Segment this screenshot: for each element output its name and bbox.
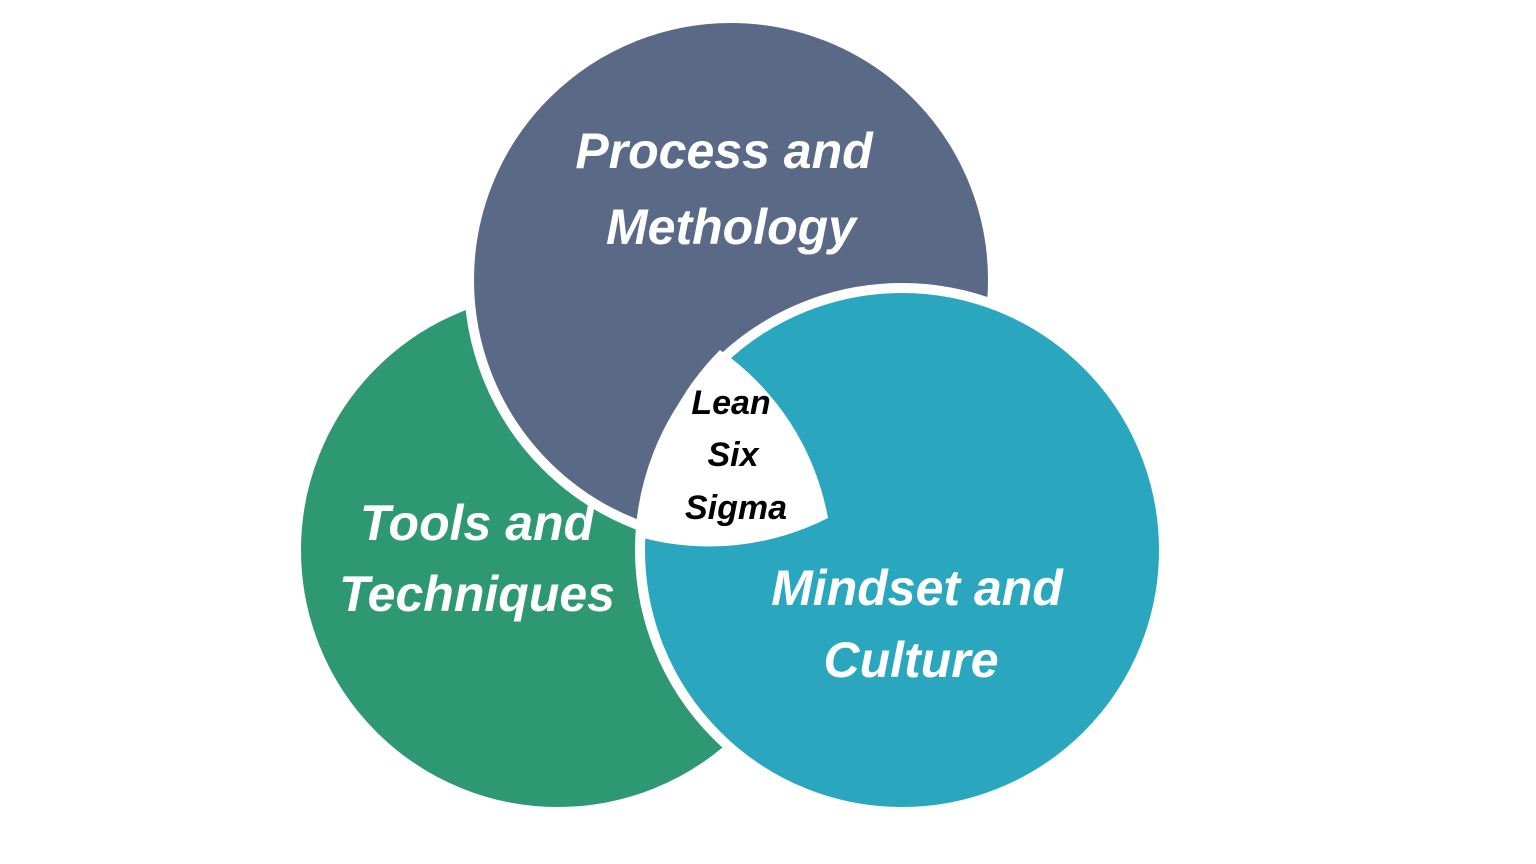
- label-sigma: Sigma: [685, 489, 787, 527]
- label-process-line2: Methology: [606, 199, 858, 255]
- label-process-line1: Process and: [575, 123, 874, 179]
- center-intersection: [642, 350, 828, 547]
- label-lean: Lean: [691, 384, 770, 422]
- label-tools-line2: Techniques: [339, 566, 615, 622]
- label-six: Six: [707, 436, 760, 474]
- label-mindset-line2: Culture: [824, 632, 999, 688]
- label-mindset-line1: Mindset and: [771, 560, 1064, 616]
- label-tools-line1: Tools and: [360, 495, 596, 551]
